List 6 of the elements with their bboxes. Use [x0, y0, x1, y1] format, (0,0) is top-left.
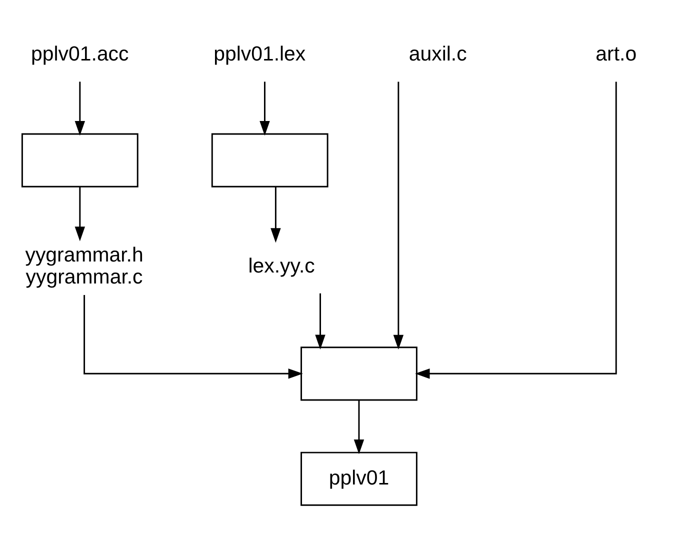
node-text: pplv01.lex — [214, 42, 306, 66]
node-text: lex.yy.c — [248, 254, 315, 278]
node-text: auxil.c — [408, 42, 467, 66]
node-text: pplv01.acc — [31, 42, 129, 66]
node-text: art.o — [596, 42, 637, 66]
node-text: yygrammar.h yygrammar.c — [25, 243, 144, 288]
